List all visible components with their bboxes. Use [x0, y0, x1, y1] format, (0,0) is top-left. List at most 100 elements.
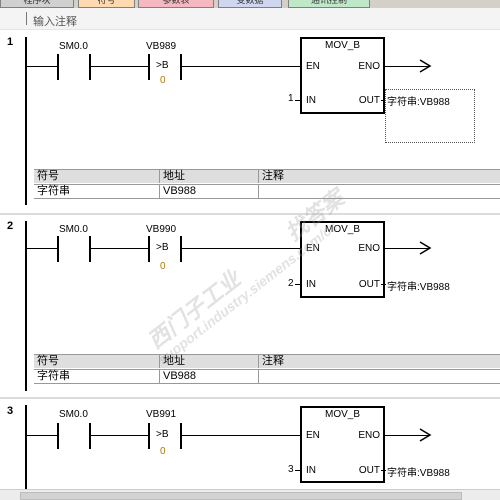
symbol-table-header: 符号 地址 注释 [34, 355, 500, 368]
wire [91, 248, 148, 249]
network-2-number[interactable]: 2 [7, 220, 14, 232]
symbol-table-header: 符号 地址 注释 [34, 170, 500, 183]
eno-wire [383, 66, 429, 67]
compare-value: 0 [160, 75, 166, 86]
contact-address: SM0.0 [59, 224, 88, 235]
wire [27, 435, 57, 436]
compare-operator: >B [156, 60, 169, 71]
mov-b-block[interactable]: MOV_B EN ENO IN OUT [300, 406, 385, 483]
contact-address: SM0.0 [59, 409, 88, 420]
power-rail [25, 37, 27, 205]
comment-cursor [26, 12, 27, 25]
compare-value: 0 [160, 261, 166, 272]
in-pin: IN [306, 465, 316, 476]
wire [182, 435, 301, 436]
wire [182, 66, 301, 67]
compare-contact[interactable] [148, 54, 182, 80]
compare-operator: >B [156, 242, 169, 253]
power-rail [25, 405, 27, 490]
mov-b-block[interactable]: MOV_B EN ENO IN OUT [300, 37, 385, 114]
cell-comment[interactable] [259, 370, 500, 383]
column-comment: 注释 [262, 355, 284, 367]
normally-open-contact[interactable] [57, 236, 91, 262]
contact-address: SM0.0 [59, 41, 88, 52]
in-value[interactable]: 2 [288, 278, 294, 289]
cell-symbol[interactable]: 字符串 [34, 185, 160, 198]
column-address: 地址 [160, 170, 259, 183]
compare-operand: VB989 [146, 41, 177, 52]
block-title: MOV_B [324, 224, 360, 235]
wire [381, 284, 386, 285]
eno-pin: ENO [358, 61, 380, 72]
selected-operand-field[interactable] [385, 89, 475, 143]
table-row[interactable]: 字符串 VB988 [34, 184, 500, 199]
program-comment[interactable]: 输入注释 [33, 16, 77, 28]
compare-operand: VB990 [146, 224, 177, 235]
column-symbol: 符号 [34, 170, 160, 183]
tab-program-block[interactable]: 程序块 [0, 0, 74, 8]
out-value[interactable]: 字符串:VB988 [387, 282, 450, 293]
table-row[interactable]: 字符串 VB988 [34, 369, 500, 384]
program-comment-bar[interactable] [0, 8, 500, 30]
tab-communication[interactable]: 通讯控制 [288, 0, 370, 8]
compare-contact[interactable] [148, 236, 182, 262]
cell-address[interactable]: VB988 [160, 370, 259, 383]
en-pin: EN [306, 430, 320, 441]
horizontal-scrollbar[interactable] [0, 489, 500, 500]
wire [295, 100, 301, 101]
wire [27, 248, 57, 249]
wire [27, 66, 57, 67]
out-pin: OUT [358, 95, 380, 106]
out-value[interactable]: 字符串:VB988 [387, 468, 450, 479]
compare-operand: VB991 [146, 409, 177, 420]
tab-strip: 程序块 符号 参数表 变数据 通讯控制 [0, 0, 500, 8]
compare-value: 0 [160, 446, 166, 457]
cell-address[interactable]: VB988 [160, 185, 259, 198]
in-pin: IN [306, 95, 316, 106]
output-arrow-icon [419, 428, 432, 442]
column-address: 地址 [160, 355, 259, 368]
block-title: MOV_B [324, 40, 360, 51]
column-symbol: 符号 [34, 355, 160, 368]
mov-b-block[interactable]: MOV_B EN ENO IN OUT [300, 221, 385, 298]
eno-wire [383, 435, 429, 436]
wire [295, 470, 301, 471]
network-separator [0, 397, 500, 399]
in-pin: IN [306, 279, 316, 290]
power-rail [25, 221, 27, 391]
eno-wire [383, 248, 429, 249]
en-pin: EN [306, 61, 320, 72]
network-3-number[interactable]: 3 [7, 405, 14, 417]
wire [381, 470, 386, 471]
en-pin: EN [306, 243, 320, 254]
tab-symbol[interactable]: 符号 [78, 0, 135, 8]
wire [91, 66, 148, 67]
cell-symbol[interactable]: 字符串 [34, 370, 160, 383]
compare-operator: >B [156, 429, 169, 440]
eno-pin: ENO [358, 430, 380, 441]
in-value[interactable]: 3 [288, 464, 294, 475]
wire [381, 100, 386, 101]
output-arrow-icon [419, 241, 432, 255]
local-symbol-table: 符号 地址 注释 字符串 VB988 [34, 169, 500, 200]
wire [91, 435, 148, 436]
block-title: MOV_B [324, 409, 360, 420]
network-1-number[interactable]: 1 [7, 36, 14, 48]
output-arrow-icon [419, 59, 432, 73]
out-pin: OUT [358, 465, 380, 476]
normally-open-contact[interactable] [57, 54, 91, 80]
tab-variable[interactable]: 变数据 [218, 0, 282, 8]
wire [182, 248, 301, 249]
compare-contact[interactable] [148, 423, 182, 449]
local-symbol-table: 符号 地址 注释 字符串 VB988 [34, 354, 500, 385]
out-pin: OUT [358, 279, 380, 290]
wire [295, 284, 301, 285]
out-value[interactable]: 字符串:VB988 [387, 97, 450, 108]
normally-open-contact[interactable] [57, 423, 91, 449]
network-separator [0, 213, 500, 215]
in-value[interactable]: 1 [288, 93, 294, 104]
eno-pin: ENO [358, 243, 380, 254]
cell-comment[interactable] [259, 185, 500, 198]
tab-parameter[interactable]: 参数表 [138, 0, 214, 8]
column-comment: 注释 [262, 170, 284, 182]
